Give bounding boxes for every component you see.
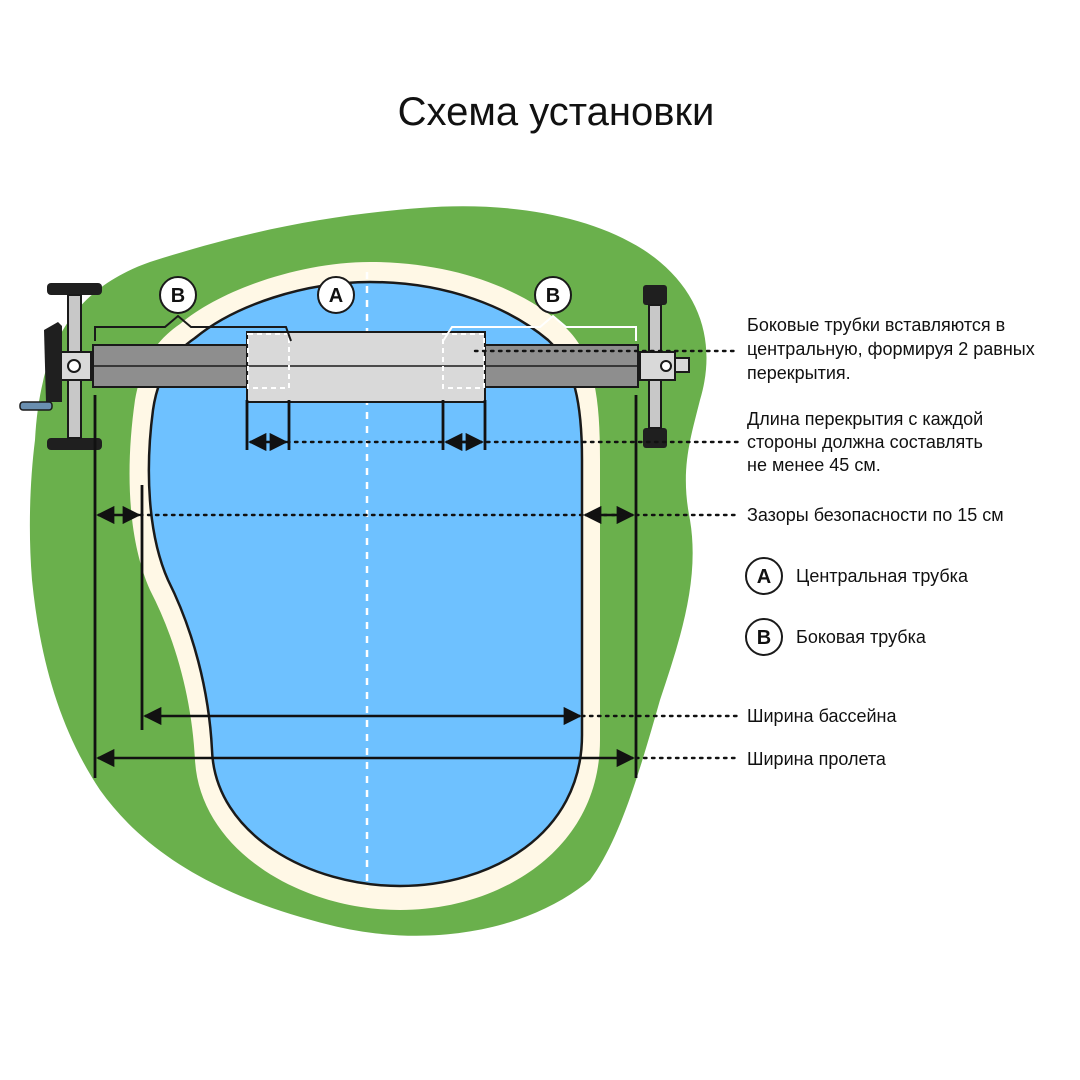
badge-side-right: B bbox=[534, 276, 572, 314]
annotation-overlap: Боковые трубки вставляются в центральную… bbox=[747, 315, 1040, 383]
overlap-zone-right bbox=[442, 333, 485, 389]
annotation-safety-gap: Зазоры безопасности по 15 см bbox=[747, 505, 1004, 525]
reel-tube-assembly bbox=[92, 331, 639, 403]
svg-text:B: B bbox=[171, 285, 185, 307]
wheel-stand-left-icon bbox=[19, 283, 102, 450]
central-tube bbox=[246, 331, 486, 403]
bracket-side-right bbox=[442, 314, 637, 342]
overlap-zone-left bbox=[247, 333, 290, 389]
svg-text:B: B bbox=[546, 285, 560, 307]
annotation-span-width: Ширина пролета bbox=[747, 749, 887, 769]
legend-item-side: B Боковая трубка bbox=[745, 618, 927, 656]
annotation-pool-width: Ширина бассейна bbox=[747, 706, 897, 726]
wheel-stand-right-icon bbox=[639, 285, 690, 448]
page-title: Схема установки bbox=[398, 90, 715, 134]
svg-text:A: A bbox=[329, 285, 343, 307]
svg-text:B: B bbox=[757, 627, 771, 649]
svg-text:A: A bbox=[757, 566, 771, 588]
legend-item-central: A Центральная трубка bbox=[745, 557, 969, 595]
annotation-overlap-length: Длина перекрытия с каждой стороны должна… bbox=[747, 409, 988, 475]
badge-central: A bbox=[317, 276, 355, 314]
badge-side-left: B bbox=[159, 276, 197, 314]
crank-handle-icon bbox=[19, 322, 62, 411]
svg-text:Центральная трубка: Центральная трубка bbox=[796, 566, 969, 586]
svg-text:Боковая трубка: Боковая трубка bbox=[796, 627, 927, 647]
legend: A Центральная трубка B Боковая трубка bbox=[745, 557, 969, 656]
bracket-side-left bbox=[94, 314, 292, 342]
